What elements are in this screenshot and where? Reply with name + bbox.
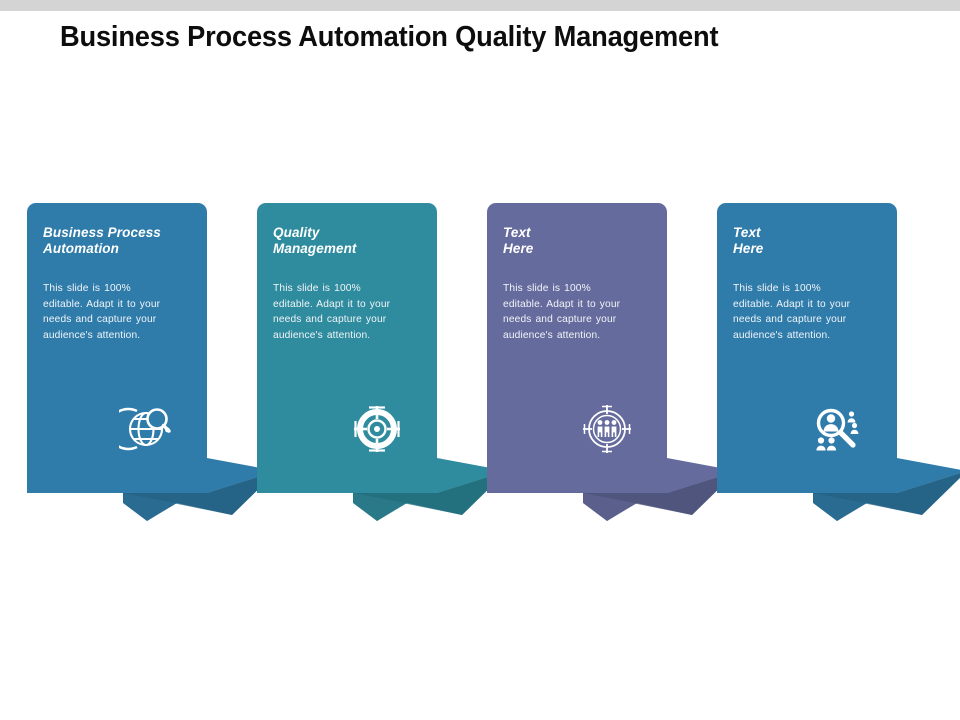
top-gray-band bbox=[0, 0, 960, 11]
card-text-here-2[interactable]: Text Here This slide is 100% editable. A… bbox=[717, 203, 960, 521]
ribbon-tail bbox=[123, 493, 175, 521]
card-title-3: Text Here bbox=[503, 225, 534, 256]
card-panel-3[interactable]: Text Here This slide is 100% editable. A… bbox=[487, 203, 667, 493]
card-title-4: Text Here bbox=[733, 225, 764, 256]
card-body-1: This slide is 100% editable. Adapt it to… bbox=[43, 283, 161, 341]
card-text-here-1[interactable]: Text Here This slide is 100% editable. A… bbox=[487, 203, 737, 521]
globe-search-icon bbox=[119, 401, 175, 457]
ribbon-fold-main bbox=[897, 458, 960, 493]
page-title: Business Process Automation Quality Mana… bbox=[60, 21, 719, 53]
card-quality-management[interactable]: Quality Management This slide is 100% ed… bbox=[257, 203, 507, 521]
people-target-icon bbox=[579, 401, 635, 457]
card-title-1: Business Process Automation bbox=[43, 225, 161, 256]
ribbon-tail bbox=[583, 493, 635, 521]
ribbon-tail bbox=[353, 493, 405, 521]
people-search-icon bbox=[809, 401, 865, 457]
card-body-2: This slide is 100% editable. Adapt it to… bbox=[273, 283, 391, 341]
ribbon-tail bbox=[813, 493, 865, 521]
card-business-process-automation[interactable]: Business Process Automation This slide i… bbox=[27, 203, 277, 521]
card-title-2: Quality Management bbox=[273, 225, 357, 256]
card-panel-2[interactable]: Quality Management This slide is 100% ed… bbox=[257, 203, 437, 493]
card-panel-4[interactable]: Text Here This slide is 100% editable. A… bbox=[717, 203, 897, 493]
card-panel-1[interactable]: Business Process Automation This slide i… bbox=[27, 203, 207, 493]
card-body-3: This slide is 100% editable. Adapt it to… bbox=[503, 283, 621, 341]
target-crosshair-icon bbox=[349, 401, 405, 457]
card-body-4: This slide is 100% editable. Adapt it to… bbox=[733, 283, 851, 341]
